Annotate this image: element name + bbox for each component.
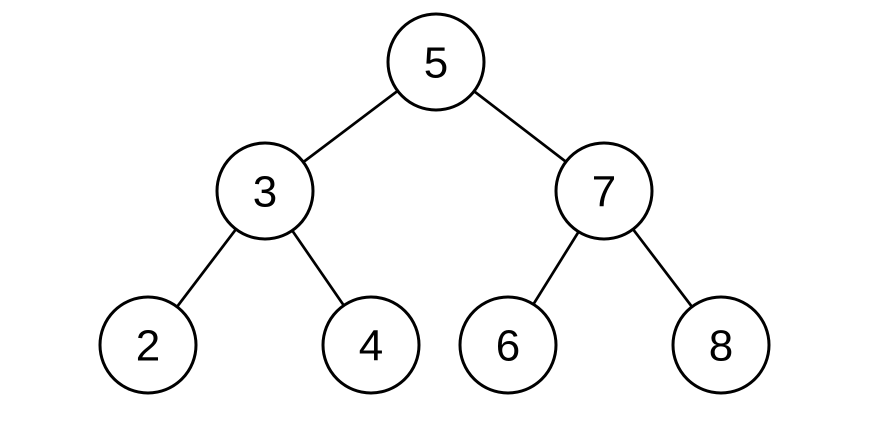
- node-label: 2: [136, 321, 160, 370]
- node-circle: [215, 141, 315, 241]
- node-circle: [458, 295, 558, 395]
- node-label: 8: [709, 321, 733, 370]
- node-label: 5: [424, 38, 448, 87]
- tree-node-8: 8: [671, 295, 771, 395]
- node-circle: [386, 12, 486, 112]
- tree-node-7: 7: [554, 141, 654, 241]
- node-label: 7: [592, 167, 616, 216]
- tree-node-4: 4: [321, 295, 421, 395]
- node-label: 4: [359, 321, 383, 370]
- node-circle: [321, 295, 421, 395]
- tree-node-2: 2: [98, 295, 198, 395]
- node-label: 6: [496, 321, 520, 370]
- tree-node-6: 6: [458, 295, 558, 395]
- node-circle: [554, 141, 654, 241]
- tree-node-5: 5: [386, 12, 486, 112]
- node-circle: [671, 295, 771, 395]
- node-label: 3: [253, 167, 277, 216]
- node-circle: [98, 295, 198, 395]
- tree-node-3: 3: [215, 141, 315, 241]
